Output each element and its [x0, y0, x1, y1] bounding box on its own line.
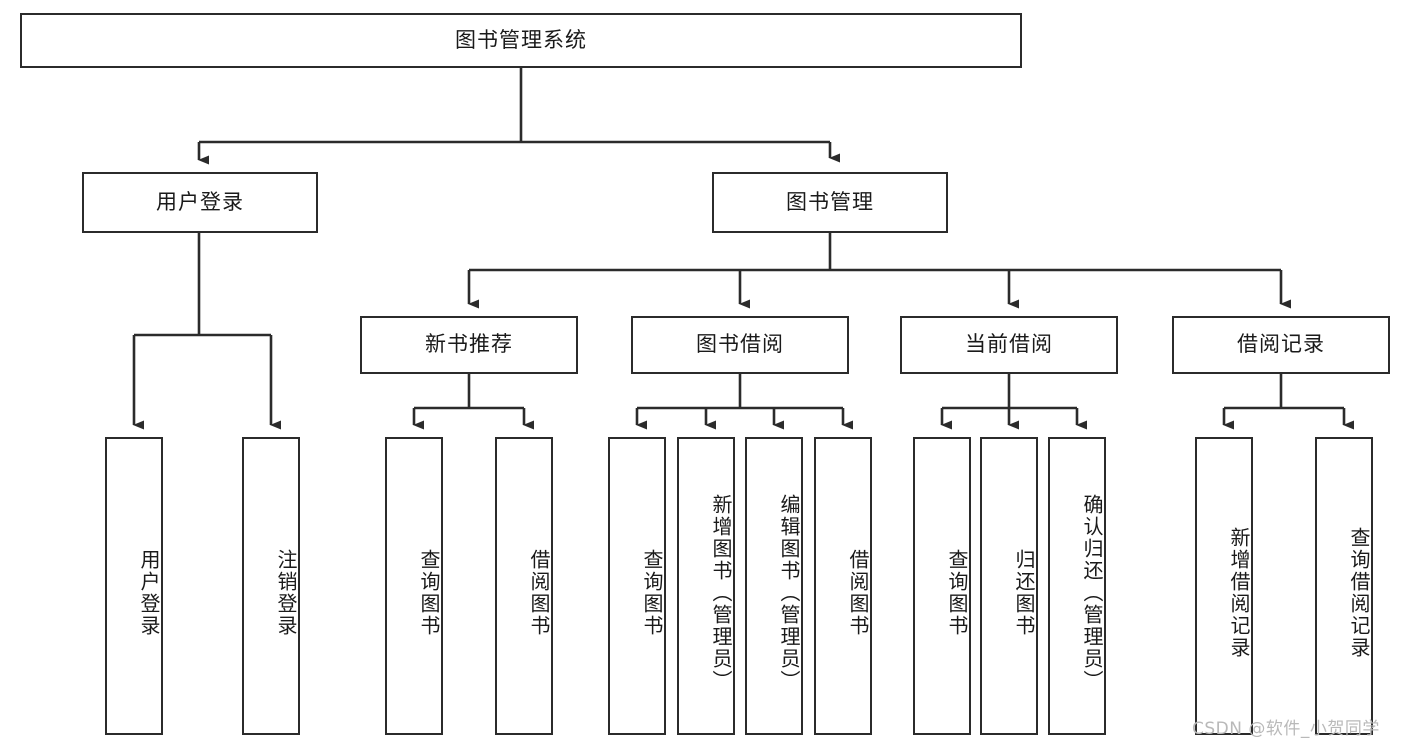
leaf-query-borrow-record[interactable]: 查询借阅记录	[1315, 437, 1373, 735]
node-borrow-record[interactable]: 借阅记录	[1172, 316, 1390, 374]
leaf-logout[interactable]: 注销登录	[242, 437, 300, 735]
leaf-borrow-book-newbook[interactable]: 借阅图书	[495, 437, 553, 735]
node-label: 新增借阅记录	[1227, 527, 1251, 659]
leaf-add-borrow-record[interactable]: 新增借阅记录	[1195, 437, 1253, 735]
node-label: 图书借阅	[696, 332, 784, 357]
node-label: 查询图书	[945, 549, 969, 637]
leaf-query-book-borrow[interactable]: 查询图书	[608, 437, 666, 735]
leaf-borrow-book[interactable]: 借阅图书	[814, 437, 872, 735]
node-user-login[interactable]: 用户登录	[82, 172, 318, 233]
node-label: 借阅图书	[527, 549, 551, 637]
node-label: 新书推荐	[425, 332, 513, 357]
node-label: 当前借阅	[965, 332, 1053, 357]
node-label: 查询图书	[640, 549, 664, 637]
node-label: 注销登录	[274, 549, 298, 637]
leaf-query-book-current[interactable]: 查询图书	[913, 437, 971, 735]
node-label: 图书管理	[786, 189, 874, 214]
node-label: 归还图书	[1012, 549, 1036, 637]
leaf-edit-book-admin[interactable]: 编辑图书（管理员）	[745, 437, 803, 735]
node-label: 查询图书	[417, 549, 441, 637]
node-book-borrow[interactable]: 图书借阅	[631, 316, 849, 374]
node-current-borrow[interactable]: 当前借阅	[900, 316, 1118, 374]
node-book-management[interactable]: 图书管理	[712, 172, 948, 233]
node-label: 图书管理系统	[455, 27, 587, 52]
node-label: 编辑图书（管理员）	[777, 494, 801, 692]
node-label: 新增图书（管理员）	[709, 494, 733, 692]
leaf-query-book-newbook[interactable]: 查询图书	[385, 437, 443, 735]
node-label: 用户登录	[137, 549, 161, 637]
leaf-user-login[interactable]: 用户登录	[105, 437, 163, 735]
node-new-book-recommend[interactable]: 新书推荐	[360, 316, 578, 374]
node-label: 借阅图书	[846, 549, 870, 637]
leaf-confirm-return-admin[interactable]: 确认归还（管理员）	[1048, 437, 1106, 735]
node-label: 确认归还（管理员）	[1080, 494, 1104, 692]
leaf-return-book[interactable]: 归还图书	[980, 437, 1038, 735]
node-label: 查询借阅记录	[1347, 527, 1371, 659]
node-label: 用户登录	[156, 189, 244, 214]
node-root-system[interactable]: 图书管理系统	[20, 13, 1022, 68]
leaf-add-book-admin[interactable]: 新增图书（管理员）	[677, 437, 735, 735]
node-label: 借阅记录	[1237, 332, 1325, 357]
csdn-watermark: CSDN @软件_小贺同学	[1192, 719, 1380, 739]
